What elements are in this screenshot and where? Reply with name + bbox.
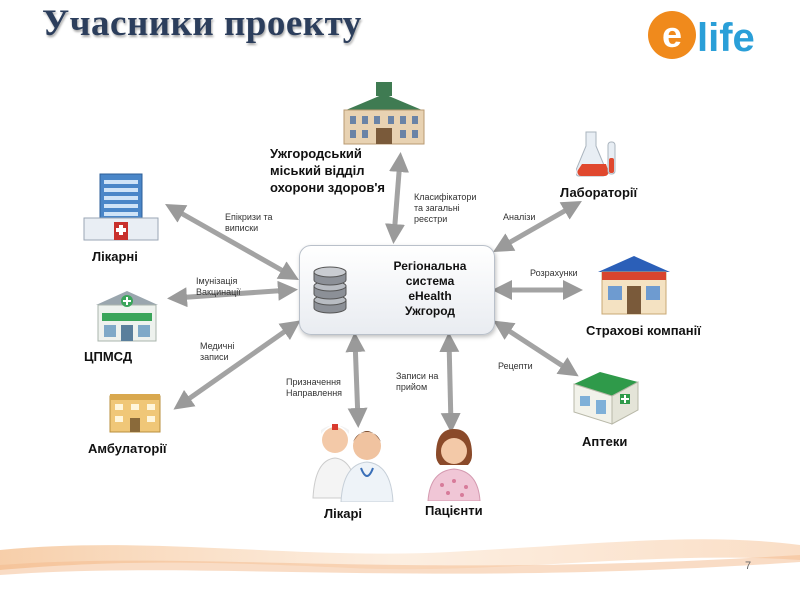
center-line-1: Регіональна xyxy=(393,259,467,273)
health-dept-building-icon xyxy=(343,82,425,145)
central-system-label: Регіональна система eHealth Ужгород xyxy=(375,259,485,319)
laboratories-label: Лабораторії xyxy=(560,185,638,200)
edge-ambulatory-line-2: записи xyxy=(200,352,229,362)
edge-health-dept-line-3: реєстри xyxy=(414,214,448,224)
edge-hospitals-line-1: Епікризи та xyxy=(225,212,273,222)
doctors-label: Лікарі xyxy=(324,506,363,521)
insurance-building-icon xyxy=(598,256,670,315)
edge-label-insurance: Розрахунки xyxy=(530,268,578,279)
arrow-laboratories xyxy=(493,201,582,252)
edge-doctors-line-2: Направлення xyxy=(286,388,343,398)
edge-patients-line-1: Записи на xyxy=(396,371,439,381)
elife-logo: e life xyxy=(648,11,755,60)
health-dept-label: Ужгородський міський відділ охорони здор… xyxy=(270,145,385,196)
patients-label: Пацієнти xyxy=(425,503,483,518)
logo-text: life xyxy=(697,16,755,60)
hospital-building-icon xyxy=(83,173,159,241)
edge-doctors-line-1: Призначення xyxy=(286,377,341,387)
edge-label-doctors: Призначення Направлення xyxy=(286,377,342,399)
edge-laboratories-line-1: Аналізи xyxy=(503,212,536,222)
arrow-doctors xyxy=(345,332,368,428)
logo-letter: e xyxy=(662,14,682,55)
edge-label-laboratories: Аналізи xyxy=(503,212,535,223)
arrow-health-dept xyxy=(384,152,410,244)
patient-icon xyxy=(427,429,481,501)
edge-pharmacies-line-1: Рецепти xyxy=(498,361,533,371)
arrow-hospitals xyxy=(165,204,299,280)
insurance-label: Страхові компанії xyxy=(586,323,701,338)
hospitals-label: Лікарні xyxy=(92,249,138,264)
edge-pcc-line-2: Вакцинації xyxy=(196,287,241,297)
pharmacy-building-icon xyxy=(573,372,639,425)
arrow-patients xyxy=(439,332,461,433)
edge-label-hospitals: Епікризи та виписки xyxy=(225,212,273,234)
edge-label-ambulatory: Медичні записи xyxy=(200,341,234,363)
edge-pcc-line-1: Імунізація xyxy=(196,276,238,286)
health-dept-line-2: міський відділ xyxy=(270,163,365,178)
edge-label-pcc: Імунізація Вакцинації xyxy=(196,276,241,298)
arrow-pcc xyxy=(167,280,298,308)
center-line-2: система xyxy=(405,274,455,288)
pharmacies-label: Аптеки xyxy=(582,434,628,449)
edge-label-health-dept: Класифікатори та загальні реєстри xyxy=(414,192,476,225)
edge-patients-line-2: прийом xyxy=(396,382,428,392)
doctors-icon xyxy=(312,424,394,502)
edge-insurance-line-1: Розрахунки xyxy=(530,268,578,278)
arrow-pharmacies xyxy=(493,320,579,377)
pcc-building-icon xyxy=(96,291,158,342)
edge-health-dept-line-1: Класифікатори xyxy=(414,192,477,202)
edge-ambulatory-line-1: Медичні xyxy=(200,341,235,351)
bottom-swoosh-decoration xyxy=(0,539,800,575)
edge-label-patients: Записи на прийом xyxy=(396,371,438,393)
page-title: Учасники проекту xyxy=(42,3,362,44)
page-number: 7 xyxy=(745,560,752,572)
arrow-ambulatory xyxy=(173,320,301,410)
health-dept-line-1: Ужгородський xyxy=(270,146,362,161)
pcc-label: ЦПМСД xyxy=(84,349,133,364)
ambulatory-label: Амбулаторії xyxy=(88,441,167,456)
ambulatory-building-icon xyxy=(109,394,161,433)
health-dept-line-3: охорони здоров'я xyxy=(270,180,386,195)
database-icon xyxy=(313,266,347,314)
center-line-4: Ужгород xyxy=(404,304,456,318)
edge-label-pharmacies: Рецепти xyxy=(498,361,533,372)
lab-flask-icon xyxy=(576,131,616,177)
edge-health-dept-line-2: та загальні xyxy=(414,203,460,213)
center-line-3: eHealth xyxy=(408,289,452,303)
edge-hospitals-line-2: виписки xyxy=(225,223,259,233)
